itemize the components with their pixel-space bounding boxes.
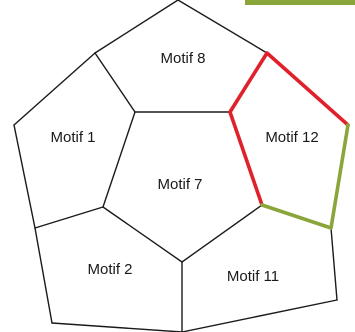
label-motif-11: Motif 11 — [227, 268, 279, 285]
edge-m1-m2 — [34, 206, 104, 229]
edge-outer-left-lower — [34, 227, 53, 324]
edge-top-right — [177, 0, 268, 54]
edge-m7-m2 — [102, 206, 183, 263]
label-motif-8: Motif 8 — [160, 50, 205, 67]
motif-12-red-edges — [228, 51, 350, 207]
label-motif-12: Motif 12 — [265, 129, 318, 146]
edge-outer-left — [13, 124, 36, 229]
motif-12-green-edges — [260, 123, 350, 230]
edge-m1-m7 — [102, 111, 136, 208]
edge-m8-m1 — [94, 52, 136, 113]
face-edges — [13, 0, 338, 332]
label-motif-2: Motif 2 — [87, 261, 132, 278]
cropped-header-stripe — [245, 0, 355, 5]
edge-m7-m11 — [181, 204, 263, 263]
edge-outer-left-upper — [13, 52, 96, 126]
edge-top-left — [94, 0, 179, 54]
edge-outer-right-lower — [330, 227, 338, 301]
label-motif-1: Motif 1 — [50, 129, 95, 146]
edge-bottom-left — [51, 322, 183, 332]
label-motif-7: Motif 7 — [157, 176, 202, 193]
edge-bottom-right — [181, 299, 338, 332]
